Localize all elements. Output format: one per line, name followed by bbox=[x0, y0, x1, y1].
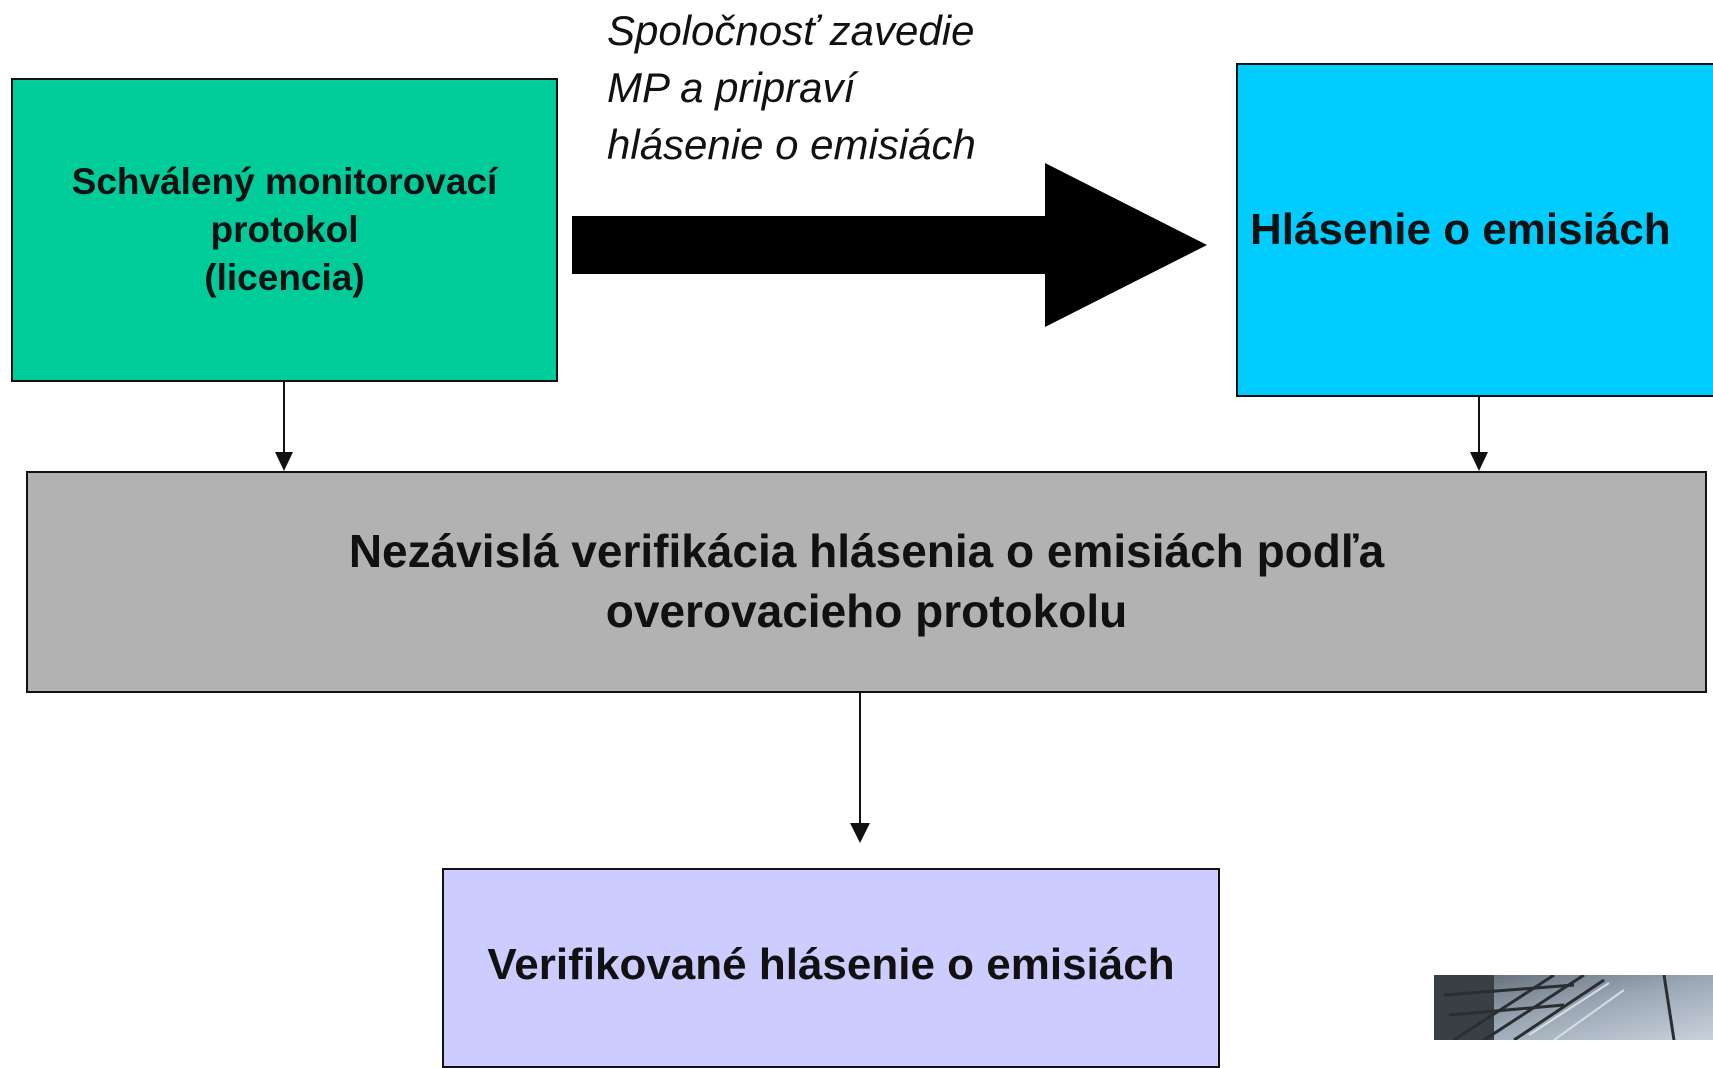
big-arrow-protocol-to-report bbox=[572, 163, 1207, 327]
node-protocol-line3: (licencia) bbox=[204, 257, 365, 299]
edge-label-line1: Spoločnosť zavedie bbox=[607, 7, 975, 54]
node-verification-line1: Nezávislá verifikácia hlásenia o emisiác… bbox=[348, 525, 1385, 578]
node-verified-emissions-report: Verifikované hlásenie o emisiách bbox=[442, 868, 1220, 1068]
node-protocol-line2: protokol bbox=[210, 208, 359, 250]
node-approved-monitoring-protocol: Schválený monitorovací protokol (licenci… bbox=[11, 78, 558, 382]
connectors bbox=[275, 382, 1488, 843]
node-emissions-report: Hlásenie o emisiách bbox=[1236, 63, 1713, 397]
node-verification-line2: overovacieho protokolu bbox=[605, 585, 1128, 637]
edge-label-line3: hlásenie o emisiách bbox=[607, 121, 976, 168]
industrial-structure-photo bbox=[1434, 975, 1713, 1040]
node-report-label: Hlásenie o emisiách bbox=[1250, 205, 1671, 255]
edge-report-to-verification bbox=[1470, 397, 1488, 471]
node-protocol-line1: Schválený monitorovací bbox=[71, 160, 498, 202]
node-verified-label: Verifikované hlásenie o emisiách bbox=[487, 940, 1175, 989]
edge-verification-to-verified bbox=[850, 693, 870, 843]
edge-label-line2: MP a pripraví bbox=[607, 64, 856, 111]
edge-label-note: Spoločnosť zavedie MP a pripraví hláseni… bbox=[607, 2, 1067, 173]
edge-protocol-to-verification bbox=[275, 382, 293, 471]
node-independent-verification: Nezávislá verifikácia hlásenia o emisiác… bbox=[26, 471, 1707, 693]
